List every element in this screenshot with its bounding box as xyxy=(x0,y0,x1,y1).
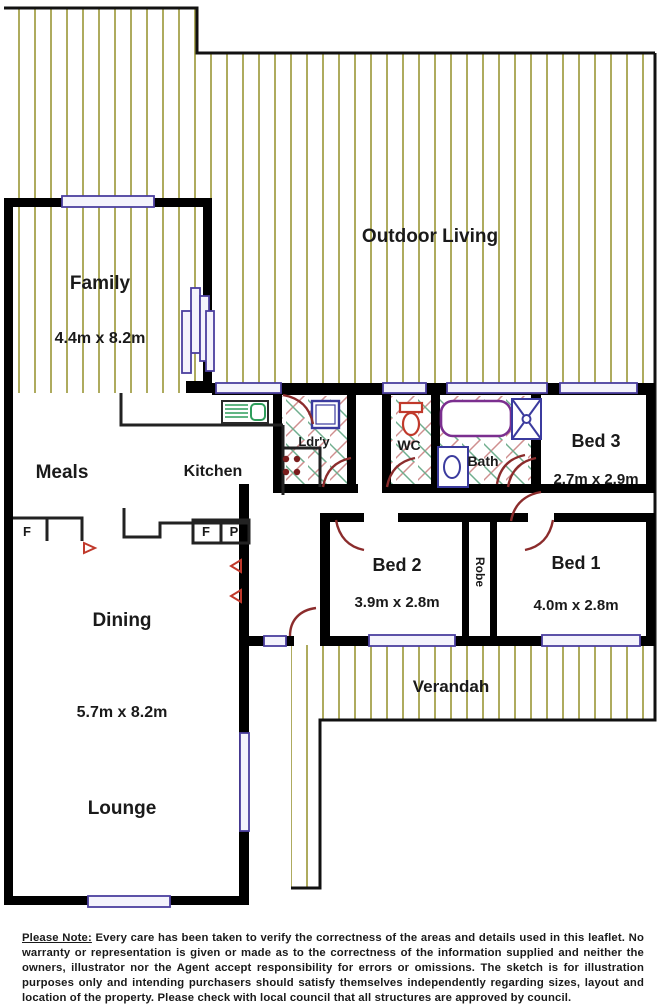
floor-fills xyxy=(4,8,655,888)
disclaimer-label: Please Note: xyxy=(22,932,92,944)
label-verandah: Verandah xyxy=(413,677,490,696)
verandah-deck xyxy=(291,645,655,888)
label-fridge-kitchen: F xyxy=(202,524,210,539)
wall-wc-left xyxy=(382,390,391,493)
kitchen-bench-top xyxy=(119,393,283,427)
door-wc xyxy=(385,456,416,488)
window-lounge-side xyxy=(239,732,250,832)
shower-icon xyxy=(511,398,542,440)
label-wc: WC xyxy=(397,437,420,453)
window-hall-front xyxy=(263,635,287,647)
wall-ldry-right xyxy=(347,390,356,493)
window-bed3-rear xyxy=(559,382,638,394)
wall-bed2-top xyxy=(320,513,364,522)
door-laundry-top xyxy=(282,393,315,425)
wall-bed3-bottom xyxy=(541,484,655,493)
marker-meals xyxy=(83,541,98,555)
disclaimer-text: Every care has been taken to verify the … xyxy=(22,932,644,1005)
wall-wc-right xyxy=(431,390,440,493)
wall-bed2-left xyxy=(320,513,330,645)
wall-wetcore-bottom-c xyxy=(438,484,538,493)
toilet-icon xyxy=(398,401,424,437)
door-entry xyxy=(288,606,317,637)
outdoor-living-deck xyxy=(4,8,655,393)
cooktop-icon xyxy=(282,455,301,476)
wall-bed1-right xyxy=(646,513,655,646)
wall-wetcore-bottom-a xyxy=(273,484,358,493)
label-family: Family xyxy=(70,273,131,294)
label-bed2: Bed 2 xyxy=(372,555,421,575)
window-bed2-front xyxy=(368,634,456,647)
kitchen-fp-boxes xyxy=(191,518,251,545)
door-bed2 xyxy=(334,519,365,552)
wall-nib-hall-top xyxy=(239,484,249,496)
door-laundry-bottom xyxy=(321,456,352,488)
window-wc-rear xyxy=(382,382,427,394)
windows xyxy=(61,195,641,908)
joinery xyxy=(13,393,322,545)
fixture-labels: F F P xyxy=(23,524,239,539)
meals-cupboards xyxy=(13,516,84,541)
wall-kitchen-nib xyxy=(186,381,212,393)
vanity-basin-icon xyxy=(437,446,469,488)
wall-bed3-left xyxy=(531,390,541,493)
window-bath-rear xyxy=(446,382,548,394)
doors xyxy=(282,393,555,637)
label-dining: Dining xyxy=(92,610,151,631)
label-laundry: Ldr'y xyxy=(298,434,330,449)
label-bath: Bath xyxy=(467,453,498,469)
label-meals: Meals xyxy=(36,462,89,483)
window-bed1-front xyxy=(541,634,641,647)
window-ldry-rear xyxy=(215,382,282,394)
label-bed3-dim: 2.7m x 2.9m xyxy=(553,471,638,488)
label-bed1-dim: 4.0m x 2.8m xyxy=(533,597,618,614)
wall-wetcore-bottom-b xyxy=(382,484,440,493)
label-dining-dim: 5.7m x 8.2m xyxy=(77,704,168,721)
marker-dining-a xyxy=(229,558,242,574)
wall-ldry-left xyxy=(273,383,282,493)
label-bed1: Bed 1 xyxy=(551,553,600,573)
label-robe: Robe xyxy=(473,557,487,587)
laundry-cupboard xyxy=(283,446,322,487)
kitchen-sink-icon xyxy=(221,400,269,424)
wall-beds-top-a xyxy=(398,513,528,522)
label-kitchen: Kitchen xyxy=(184,463,243,480)
door-hall-north xyxy=(495,453,526,485)
door-bed1 xyxy=(524,519,555,552)
wall-family-right xyxy=(203,198,212,388)
wall-beds-bottom xyxy=(320,636,655,646)
wall-family-left xyxy=(4,198,13,905)
label-outdoor-living: Outdoor Living xyxy=(362,226,498,247)
wall-robe-left xyxy=(462,521,469,639)
door-bed3 xyxy=(509,490,542,522)
room-labels: Outdoor Living Family 4.4m x 8.2m Meals … xyxy=(36,226,639,819)
wall-bed3-right xyxy=(646,383,655,493)
wall-hall-left xyxy=(239,493,249,645)
sliding-glass-markers xyxy=(83,541,242,604)
sliding-door-family xyxy=(181,287,215,374)
marker-dining-b xyxy=(229,588,242,604)
window-family-top xyxy=(61,195,155,208)
wall-robe-right xyxy=(490,521,497,639)
label-pantry-kitchen: P xyxy=(230,524,239,539)
door-bath xyxy=(506,456,537,488)
laundry-trough-icon xyxy=(310,399,341,430)
label-bed3: Bed 3 xyxy=(571,431,620,451)
fixtures xyxy=(221,398,542,488)
label-lounge: Lounge xyxy=(88,798,157,819)
label-fridge-meals: F xyxy=(23,524,31,539)
wall-beds-top-b xyxy=(554,513,655,522)
kitchen-island xyxy=(122,508,249,539)
disclaimer-note: Please Note: Every care has been taken t… xyxy=(22,931,644,1006)
label-bed2-dim: 3.9m x 2.8m xyxy=(354,594,439,611)
window-lounge-bottom xyxy=(87,895,171,908)
bathtub-icon xyxy=(439,399,513,438)
label-family-dim: 4.4m x 8.2m xyxy=(55,330,146,347)
